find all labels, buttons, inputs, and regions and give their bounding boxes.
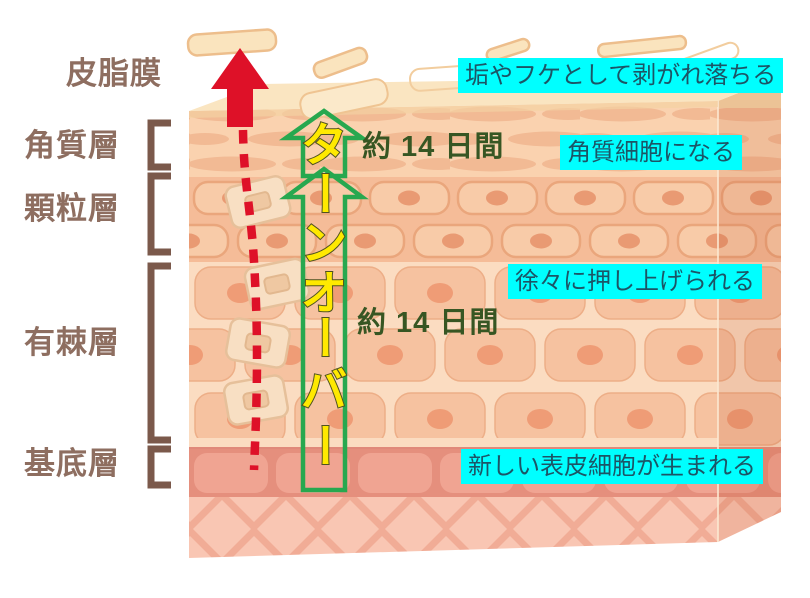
annotation-push-up: 徐々に押し上げられる [508, 264, 762, 299]
shed-flakes [186, 28, 688, 80]
annotation-born: 新しい表皮細胞が生まれる [461, 449, 763, 484]
bracket-granular [147, 172, 171, 256]
turnover-arrow-lower [279, 166, 369, 493]
turnover-char: ン [301, 217, 347, 269]
layer-label-basal: 基底層 [24, 446, 120, 481]
annotation-keratinize: 角質細胞になる [560, 135, 742, 170]
turnover-arrow [278, 108, 370, 493]
layer-label-spinous: 有棘層 [24, 325, 120, 360]
turnover-char: バ [301, 364, 347, 416]
duration-upper: 約 14 日間 [362, 131, 505, 163]
turnover-char: タ [301, 119, 347, 171]
turnover-char: オ [301, 267, 347, 319]
duration-lower: 約 14 日間 [357, 307, 500, 339]
layer-label-corneum: 角質層 [24, 128, 120, 163]
shedding-dashed-path [238, 129, 262, 471]
turnover-char: ー [298, 314, 350, 360]
bracket-corneum [147, 119, 171, 171]
layer-label-sebum: 皮脂膜 [66, 56, 162, 91]
red-up-arrow-icon [211, 48, 269, 127]
layer-label-granular: 顆粒層 [24, 191, 120, 226]
migrating-cell [224, 317, 292, 369]
bracket-spinous [147, 262, 171, 444]
layer-brackets [147, 119, 171, 489]
turnover-char: ー [298, 422, 350, 468]
bracket-basal [147, 445, 171, 489]
turnover-vertical-text: タ ー ン オ ー バ ー [297, 118, 351, 469]
migrating-cell [224, 175, 292, 229]
annotation-shed: 垢やフケとして剥がれ落ちる [458, 58, 784, 93]
migrating-cell [243, 257, 311, 311]
turnover-char: ー [298, 170, 350, 216]
turnover-arrow-upper [278, 108, 370, 179]
